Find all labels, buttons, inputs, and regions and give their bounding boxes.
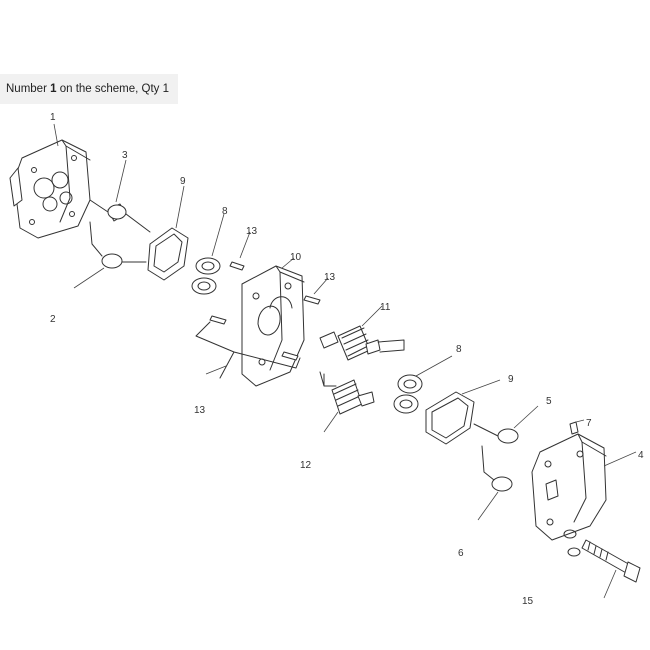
part-13-dowel-pins-lower[interactable] <box>209 315 299 361</box>
part-4-rear-cover[interactable] <box>531 433 607 541</box>
part-9-gasket-right[interactable] <box>425 391 475 445</box>
callout-5: 5 <box>546 396 552 407</box>
callout-13-right: 13 <box>324 272 336 283</box>
part-9-gasket-left[interactable] <box>147 227 189 281</box>
part-13-dowel-pin-upper[interactable] <box>229 261 245 271</box>
callout-10: 10 <box>290 252 302 263</box>
callout-8-right: 8 <box>456 344 462 355</box>
part-8-seal-right[interactable] <box>393 374 423 414</box>
part-11-drive-gear[interactable] <box>319 325 405 361</box>
part-13-dowel-pin-right[interactable] <box>303 295 321 305</box>
caption-part-number: 1 <box>50 83 57 95</box>
callout-7: 7 <box>586 418 592 429</box>
part-12-driven-gear[interactable] <box>331 379 375 415</box>
part-8-seal-left[interactable] <box>191 257 221 295</box>
callout-13-lower: 13 <box>194 405 206 416</box>
callout-1: 1 <box>50 112 56 123</box>
part-15-bolt[interactable] <box>563 529 641 583</box>
callout-11: 11 <box>380 302 391 313</box>
callout-9-right: 9 <box>508 374 514 385</box>
part-3-bushing[interactable] <box>101 203 127 269</box>
callout-4: 4 <box>638 450 644 461</box>
callout-2: 2 <box>50 314 56 325</box>
callout-15: 15 <box>522 596 534 607</box>
callout-8-left: 8 <box>222 206 228 217</box>
callout-3: 3 <box>122 150 128 161</box>
part-7-plug[interactable] <box>569 421 579 435</box>
part-1-front-cover[interactable] <box>9 139 91 239</box>
part-caption: Number 1 on the scheme, Qty 1 <box>0 74 178 104</box>
caption-prefix: Number <box>6 83 51 95</box>
callout-9-left: 9 <box>180 176 186 187</box>
caption-suffix: on the scheme, Qty 1 <box>56 83 170 95</box>
part-6-bushing[interactable] <box>491 476 513 492</box>
callout-13-upper: 13 <box>246 226 258 237</box>
callout-12: 12 <box>300 460 312 471</box>
callout-6: 6 <box>458 548 464 559</box>
part-5-bushing[interactable] <box>497 428 519 444</box>
